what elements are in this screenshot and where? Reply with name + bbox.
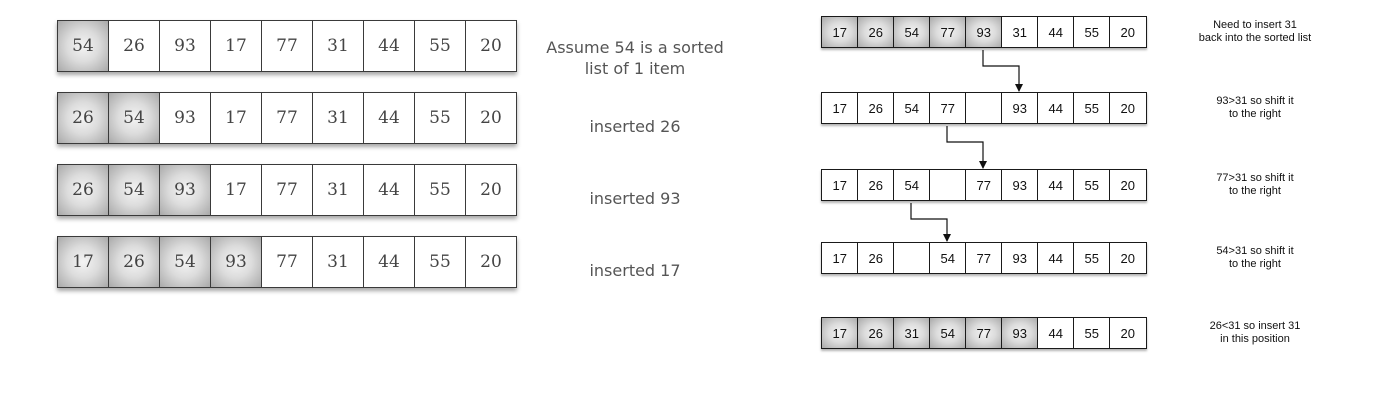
caption-line: Assume 54 is a sorted: [546, 38, 724, 57]
caption-line: to the right: [1229, 108, 1281, 120]
array-cell: 20: [1109, 169, 1147, 201]
array-cell: 93: [159, 92, 211, 144]
array-cell: 26: [857, 317, 895, 349]
array-cell: 26: [57, 92, 109, 144]
array-cell: 93: [1001, 317, 1039, 349]
array-cell: 93: [965, 16, 1003, 48]
array-cell: 77: [261, 164, 313, 216]
array-cell: 17: [821, 242, 859, 274]
caption-line: back into the sorted list: [1198, 32, 1312, 44]
array-cell: 54: [929, 242, 967, 274]
array-cell: 77: [929, 92, 967, 124]
array-cell: 20: [465, 92, 517, 144]
array-cell: 31: [312, 92, 364, 144]
array-cell: 77: [965, 242, 1003, 274]
array-cell: 44: [1037, 16, 1075, 48]
array-cell: 44: [363, 236, 415, 288]
array-cell: 17: [821, 16, 859, 48]
caption-line: inserted 17: [589, 261, 681, 280]
caption-line: inserted 26: [589, 117, 681, 136]
array-cell: 20: [1109, 317, 1147, 349]
shift-arrow: [910, 203, 951, 242]
array-cell: 26: [57, 164, 109, 216]
array-cell: 93: [1001, 242, 1039, 274]
caption-line: Need to insert 31: [1213, 19, 1297, 31]
left-step-caption: Assume 54 is a sorted list of 1 item: [540, 37, 730, 79]
array-cell: 26: [857, 242, 895, 274]
array-cell: 54: [893, 92, 931, 124]
caption-line: to the right: [1229, 185, 1281, 197]
array-cell: 26: [857, 16, 895, 48]
array-cell: 26: [108, 20, 160, 72]
array-cell: 55: [414, 20, 466, 72]
array-cell: 44: [363, 20, 415, 72]
array-cell: 17: [210, 92, 262, 144]
array-cell: 20: [465, 20, 517, 72]
caption-line: 26<31 so insert 31: [1209, 320, 1301, 332]
array-cell: 20: [465, 164, 517, 216]
left-step-caption: inserted 93: [540, 188, 730, 209]
array-cell: 17: [821, 92, 859, 124]
left-step-caption: inserted 17: [540, 260, 730, 281]
array-cell: 20: [1109, 92, 1147, 124]
array-cell: 20: [465, 236, 517, 288]
array-cell: 20: [1109, 16, 1147, 48]
array-cell: 77: [261, 236, 313, 288]
caption-line: 93>31 so shift it: [1216, 95, 1294, 107]
left-step-caption: inserted 26: [540, 116, 730, 137]
array-cell: 93: [159, 20, 211, 72]
array-cell: 31: [312, 236, 364, 288]
array-cell: 20: [1109, 242, 1147, 274]
caption-line: in this position: [1220, 333, 1290, 345]
array-cell: 93: [159, 164, 211, 216]
caption-line: list of 1 item: [584, 59, 686, 78]
array-cell: 54: [893, 16, 931, 48]
caption-line: 77>31 so shift it: [1216, 172, 1294, 184]
array-cell: 77: [261, 92, 313, 144]
caption-line: inserted 93: [589, 189, 681, 208]
array-cell: 17: [57, 236, 109, 288]
array-cell: 54: [108, 92, 160, 144]
array-cell: 55: [1073, 169, 1111, 201]
shift-arrow: [946, 126, 987, 169]
array-cell: 55: [1073, 317, 1111, 349]
shift-arrow: [982, 50, 1023, 92]
array-cell: 77: [965, 317, 1003, 349]
array-cell: 54: [57, 20, 109, 72]
caption-line: 54>31 so shift it: [1216, 245, 1294, 257]
array-cell: 26: [857, 169, 895, 201]
array-cell: 77: [965, 169, 1003, 201]
array-cell: 31: [893, 317, 931, 349]
array-cell: 44: [363, 92, 415, 144]
array-cell: 17: [821, 169, 859, 201]
array-cell: 44: [1037, 169, 1075, 201]
caption-line: to the right: [1229, 258, 1281, 270]
array-cell: 77: [261, 20, 313, 72]
array-cell: 31: [1001, 16, 1039, 48]
array-cell: 54: [159, 236, 211, 288]
array-cell: 54: [929, 317, 967, 349]
array-cell: 31: [312, 164, 364, 216]
array-cell: 26: [108, 236, 160, 288]
